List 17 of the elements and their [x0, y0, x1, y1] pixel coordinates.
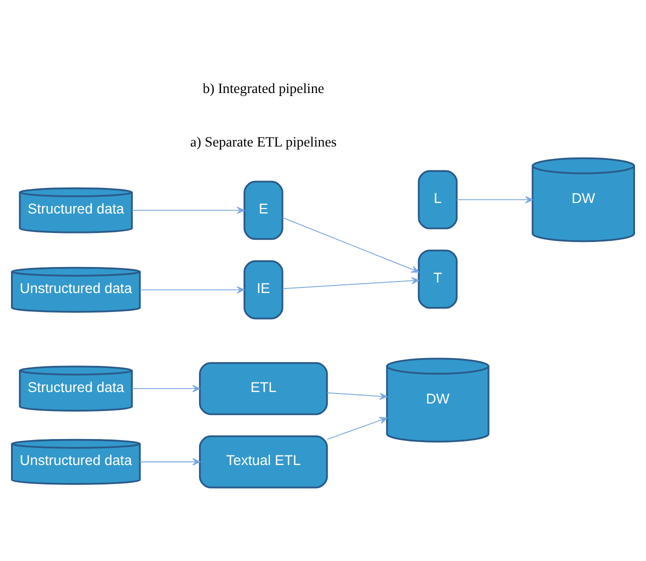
arrow — [139, 286, 245, 294]
arrow — [282, 217, 420, 273]
arrow — [132, 385, 200, 392]
node-box: E — [244, 180, 284, 240]
node-box: L — [418, 170, 458, 230]
arrow — [139, 458, 200, 466]
arrow — [282, 277, 420, 290]
label: a) Separate ETL pipelines — [190, 134, 337, 151]
node-box: ETL — [199, 362, 328, 416]
label: b) Integrated pipeline — [202, 80, 324, 97]
node-box: IE — [244, 260, 284, 320]
arrow — [456, 196, 534, 204]
arrow — [132, 206, 245, 214]
arrow — [326, 392, 388, 400]
node-box: T — [418, 250, 458, 309]
arrow — [326, 416, 388, 440]
node-box: Textual ETL — [199, 435, 328, 488]
